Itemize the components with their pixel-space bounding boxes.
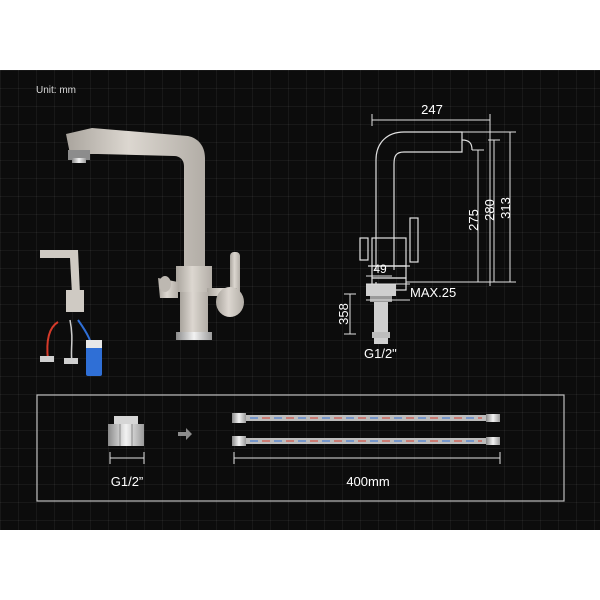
hose-bottom — [232, 436, 500, 446]
shank — [344, 293, 390, 344]
hose-top — [232, 413, 500, 423]
diagram-canvas: Unit: mm — [0, 70, 600, 530]
dim-width-top-label: 247 — [421, 102, 443, 117]
adapter-fitting — [108, 416, 145, 464]
dim-base-width: 49 — [373, 262, 387, 276]
faucet-render — [66, 128, 244, 340]
adapter-thread-label: G1/2” — [111, 474, 144, 489]
dim-height-280: 280 — [482, 199, 497, 221]
dim-heights — [406, 131, 516, 283]
installation-illustration — [40, 250, 102, 376]
dim-height-275: 275 — [466, 209, 481, 231]
dim-shank-length: 358 — [336, 303, 351, 325]
dim-max-thickness: MAX.25 — [410, 285, 456, 300]
arrow-icon — [178, 428, 192, 440]
hose-length-label: 400mm — [346, 474, 389, 489]
accessories-box — [36, 394, 565, 502]
diagram-svg: 247 275 280 313 49 MAX.25 — [36, 102, 565, 502]
mounting-block — [366, 283, 410, 302]
dim-hose-length — [233, 452, 501, 464]
dim-height-313: 313 — [498, 197, 513, 219]
unit-label: Unit: mm — [36, 85, 76, 96]
dim-width-top — [371, 114, 491, 286]
dim-thread: G1/2" — [364, 346, 397, 361]
